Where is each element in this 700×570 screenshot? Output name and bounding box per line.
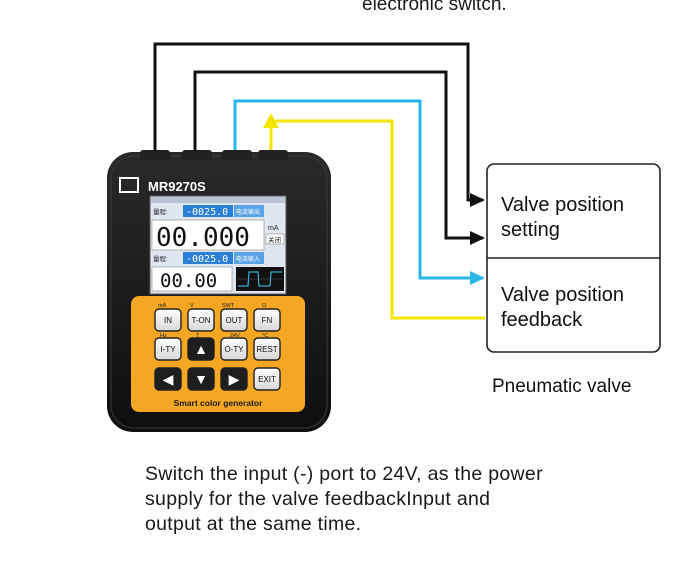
caption-line-2: supply for the valve feedbackInput and <box>145 488 491 510</box>
device-subtitle: Smart color generator <box>174 398 263 408</box>
caption-line-3: output at the same time. <box>145 513 362 535</box>
valve-feedback-label-2: feedback <box>501 309 583 331</box>
key-label: EXIT <box>258 375 276 384</box>
valve-box: Valve position setting Valve position fe… <box>486 163 661 353</box>
wire-black-inner <box>193 70 483 240</box>
key-left-icon[interactable]: ◀ <box>154 367 182 391</box>
arrow-yellow-up <box>263 113 279 128</box>
arrow-black-inner <box>470 231 485 245</box>
screen-row1-value: -0025.0 <box>186 207 228 218</box>
valve-name: Pneumatic valve <box>492 376 631 397</box>
valve-input-label-1: Valve position <box>501 194 624 216</box>
calibrator-device: MR9270S 量程: -0025.0 电流输出 00.000 mA 关闭 量程… <box>107 150 331 432</box>
key-label: ◀ <box>163 371 174 387</box>
key-label: ▶ <box>229 371 240 387</box>
caption-line-1: Switch the input (-) port to 24V, as the… <box>145 463 543 485</box>
wire-yellow <box>269 119 485 320</box>
key-top-label: V <box>190 303 194 309</box>
key-label: OUT <box>226 316 243 325</box>
wire-cyan <box>233 99 483 280</box>
screen-row3-tag: 电流输入 <box>236 255 260 263</box>
key-top-label: SWT <box>222 303 235 309</box>
key-fn[interactable]: FN <box>253 308 281 332</box>
caption: Switch the input (-) port to 24V, as the… <box>145 462 645 537</box>
key-down-icon[interactable]: ▼ <box>187 367 215 391</box>
key-right-icon[interactable]: ▶ <box>220 367 248 391</box>
arrow-cyan <box>470 271 485 285</box>
valve-feedback-label-1: Valve position <box>501 284 624 306</box>
key-rest[interactable]: REST <box>253 337 281 361</box>
key-label: FN <box>262 316 273 325</box>
key-top-label: °C <box>262 333 268 339</box>
key-label: T-ON <box>191 316 210 325</box>
arrow-black-outer <box>470 193 485 207</box>
screen-row1-tag: 电流输出 <box>236 208 260 216</box>
key-in[interactable]: IN <box>154 308 182 332</box>
key-top-label: Hz <box>160 333 167 339</box>
valve-input-label-2: setting <box>501 219 560 241</box>
screen-main-badge: 关闭 <box>268 235 281 244</box>
key-label: ▲ <box>194 341 208 357</box>
key-top-label: T <box>196 333 200 339</box>
key-out[interactable]: OUT <box>220 308 248 332</box>
screen-row1-label: 量程: <box>153 207 168 216</box>
key-t-on[interactable]: T-ON <box>187 308 215 332</box>
screen-main-unit: mA <box>268 225 279 232</box>
key-top-label: Ω <box>262 303 266 309</box>
top-caption: electronic switch. <box>362 0 507 15</box>
key-exit[interactable]: EXIT <box>253 367 281 391</box>
screen-row3-value: -0025.0 <box>186 254 228 265</box>
screen-main-value: 00.000 <box>156 223 250 253</box>
key-label: O-TY <box>224 345 244 354</box>
key-o-ty[interactable]: O-TY <box>220 337 248 361</box>
key-label: I-TY <box>160 345 176 354</box>
device-model: MR9270S <box>148 179 206 194</box>
key-top-label: mA <box>158 303 167 309</box>
key-up-icon[interactable]: ▲ <box>187 337 215 361</box>
screen-bottom-value: 00.00 <box>160 270 217 292</box>
device-screen: 量程: -0025.0 电流输出 00.000 mA 关闭 量程: -0025.… <box>149 195 287 295</box>
wire-arrows <box>263 113 485 285</box>
key-label: REST <box>256 345 277 354</box>
key-i-ty[interactable]: I-TY <box>154 337 182 361</box>
device-keypad: mA V SWT Ω Hz T 24V °C IN T-ON OUT FN I-TY ▲ O-TY REST… <box>131 296 305 412</box>
key-label: IN <box>164 316 172 325</box>
screen-row3-label: 量程: <box>153 254 168 263</box>
key-top-label: 24V <box>230 333 240 339</box>
key-label: ▼ <box>194 371 208 387</box>
